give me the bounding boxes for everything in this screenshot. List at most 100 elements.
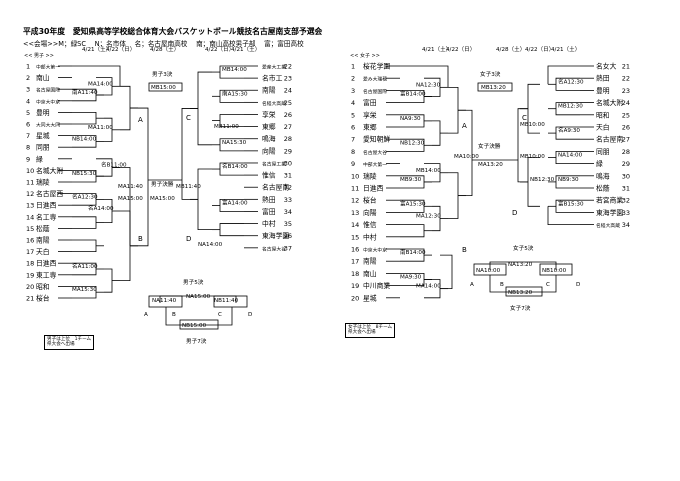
boys-team-number: 22 (284, 63, 292, 71)
boys-team-name: 松蔭 (36, 224, 50, 233)
boys-team-number: 8 (26, 144, 30, 152)
girls-seventh-bracket (489, 275, 557, 293)
girls-final-game: MA10:00 (454, 154, 479, 160)
boys-team-number: 13 (26, 202, 34, 210)
boys-block-label: C (186, 114, 191, 122)
boys-fifth-box-left (148, 295, 183, 308)
girls-team-name: 名古屋国際 (363, 88, 387, 95)
boys-team-name: 中村 (262, 219, 276, 228)
boys-team-name: 瑞陵 (36, 178, 50, 187)
girls-team-name: 東郷 (363, 123, 377, 132)
boys-fifth-box-right (213, 295, 248, 308)
girls-game-label: NA12:30 (416, 82, 441, 88)
girls-fifth-letter: A (470, 282, 474, 288)
girls-game-label: MB12:30 (558, 104, 583, 110)
boys-team-name: 熱田 (262, 195, 276, 204)
girls-team-number: 16 (351, 246, 359, 254)
girls-team-number: 25 (622, 111, 630, 119)
boys-team-name: 中部大第一 (36, 64, 60, 71)
boys-game-label: MA15:30 (72, 287, 97, 293)
girls-bracket (432, 120, 441, 146)
boys-team-number: 26 (284, 111, 292, 119)
girls-team-name: 中部大第一 (363, 161, 387, 168)
girls-note-line-2: 県大会へ出場 (348, 330, 376, 336)
boys-game-label: NA14:00 (198, 242, 223, 248)
girls-block-label: C (522, 114, 527, 122)
boys-bracket (112, 167, 131, 246)
boys-team-number: 36 (284, 232, 292, 240)
girls-team-number: 20 (351, 294, 359, 302)
girls-third-label: 女子3決 (480, 70, 501, 78)
girls-seventh-label: 女子7決 (510, 304, 531, 312)
girls-bracket (547, 206, 580, 226)
girls-date-2: 4/22（日） (446, 47, 476, 53)
boys-game-label: 名A12:30 (72, 192, 98, 200)
girls-seventh-game: NB13:20 (508, 290, 533, 296)
boys-fifth-label: 男子5決 (183, 278, 204, 286)
girls-team-number: 1 (351, 63, 355, 71)
girls-game-label: MA14:00 (416, 284, 441, 290)
boys-team-name: 日進西 (36, 259, 57, 268)
boys-date-4: 4/22（日） (205, 47, 235, 53)
boys-date-5: 4/21（土） (231, 47, 261, 53)
girls-team-name: 緑 (596, 159, 603, 168)
boys-seventh-bracket (165, 307, 233, 326)
girls-third-game: MB13:20 (481, 85, 506, 91)
boys-team-name: 名古屋大谷 (262, 245, 286, 252)
boys-team-name: 大同大大同 (36, 122, 60, 129)
girls-team-name: 天白 (596, 123, 610, 132)
girls-team-name: 富田 (363, 98, 377, 107)
girls-team-name: 豊明 (596, 86, 610, 95)
boys-fifth-letter: C (218, 312, 222, 318)
girls-seed-label: << 女子 >> (350, 53, 380, 59)
boys-team-name: 享栄 (262, 110, 276, 119)
boys-team-number: 25 (284, 99, 292, 107)
girls-team-number: 34 (622, 221, 630, 229)
girls-qualify-note: 女子は上位 8チーム 県大会へ出場 (345, 323, 396, 338)
girls-bracket (400, 224, 425, 238)
boys-team-name: 中京大中京 (36, 98, 60, 105)
boys-final-label: 男子決勝 (151, 180, 174, 188)
boys-note-line-2: 県大会へ出場 (47, 342, 75, 348)
girls-bracket (448, 86, 459, 134)
girls-bracket (400, 65, 449, 88)
girls-team-name: 熱田 (596, 74, 610, 83)
girls-team-number: 17 (351, 258, 359, 266)
boys-fifth-letter: D (248, 312, 252, 318)
boys-bracket (219, 223, 244, 237)
girls-team-name: 名城大附 (596, 98, 623, 107)
boys-game-label: MB11:40 (176, 184, 201, 190)
girls-team-name: 名経大高蔵 (596, 222, 620, 229)
girls-team-number: 5 (351, 111, 355, 119)
boys-bracket (72, 65, 121, 87)
boys-team-number: 35 (284, 220, 292, 228)
boys-team-name: 日進西 (36, 201, 57, 210)
boys-team-number: 1 (26, 63, 30, 71)
boys-team-number: 15 (26, 225, 34, 233)
boys-date-3: 4/28（土） (150, 47, 180, 53)
boys-team-number: 7 (26, 132, 30, 140)
girls-team-name: 中村 (363, 232, 377, 241)
boys-team-number: 4 (26, 97, 30, 105)
girls-team-number: 28 (622, 148, 630, 156)
boys-team-name: 南陽 (262, 86, 276, 95)
girls-team-number: 2 (351, 75, 355, 83)
boys-seventh-game: NB15:00 (182, 323, 207, 329)
girls-team-number: 30 (622, 172, 630, 180)
boys-third-place-box (148, 82, 183, 92)
boys-game-label: 南A11:40 (72, 88, 98, 96)
girls-team-name: 若宮商業 (596, 196, 623, 205)
girls-team-number: 9 (351, 160, 355, 168)
girls-date-3: 4/28（土） (496, 47, 526, 53)
boys-team-number: 12 (26, 190, 34, 198)
boys-bracket (181, 108, 198, 200)
girls-team-number: 12 (351, 197, 359, 205)
boys-bracket (197, 71, 212, 146)
girls-team-number: 23 (622, 87, 630, 95)
boys-team-number: 16 (26, 237, 34, 245)
girls-team-number: 31 (622, 185, 630, 193)
boys-team-number: 27 (284, 123, 292, 131)
girls-team-number: 13 (351, 209, 359, 217)
girls-team-name: 中京大中京 (363, 247, 387, 254)
